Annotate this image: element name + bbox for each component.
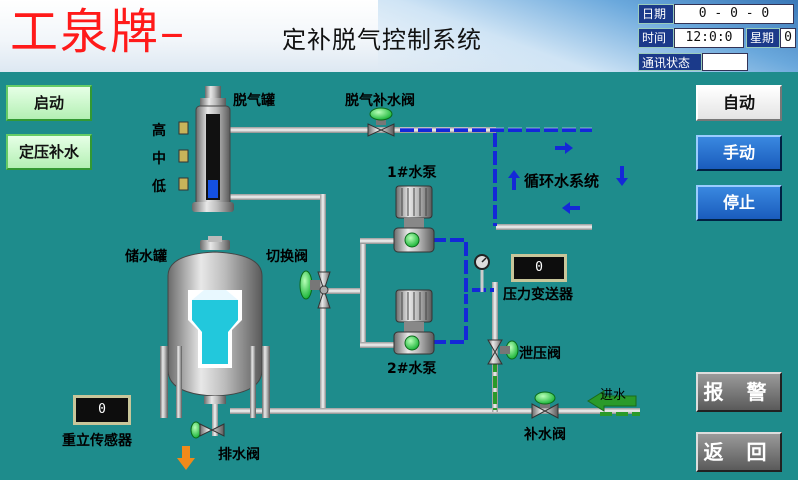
weight-value-display: 0 [73,395,131,425]
auto-button[interactable]: 自动 [696,85,782,121]
degas-tank-label: 脱气罐 [233,93,275,109]
switch-valve-icon [299,270,331,309]
inlet-arrow-icon [587,390,637,412]
weekday-label: 星期 [746,28,780,48]
relief-valve-icon [487,339,519,365]
process-diagram [160,86,640,470]
time-label: 时间 [638,28,674,48]
comm-status-indicator [702,53,748,71]
manual-button[interactable]: 手动 [696,135,782,171]
pump-2-icon [393,289,435,355]
inlet-label: 进水 [600,388,627,403]
weight-sensor-label: 重立传感器 [62,433,132,449]
green-dashed-pipes [493,360,640,416]
degas-makeup-valve-icon [367,107,395,137]
level-indicators [178,121,189,191]
switch-valve-label: 切换阀 [266,249,308,265]
flow-arrow-icon [508,142,628,214]
level-high-label: 高 [152,123,166,139]
makeup-valve-icon [531,391,559,419]
system-title: 定补脱气控制系统 [282,26,482,54]
comm-status-label: 通讯状态 [638,53,702,71]
degas-tank [192,86,234,212]
pressure-transmitter-label: 压力变送器 [503,287,573,303]
degas-valve-label: 脱气补水阀 [345,93,415,109]
storage-tank-label: 储水罐 [125,249,167,265]
circulation-system-label: 循环水系统 [524,172,600,190]
drain-valve-icon [190,421,225,439]
const-pressure-makeup-button[interactable]: 定压补水 [6,134,92,170]
weekday-value: 0 [780,28,796,48]
relief-valve-label: 泄压阀 [519,346,561,362]
pump-2-label: 2#水泵 [387,361,437,377]
time-value: 12:0:0 [674,28,744,48]
pump-1-label: 1#水泵 [387,165,437,181]
makeup-valve-label: 补水阀 [524,427,566,443]
level-mid-label: 中 [152,151,166,167]
date-label: 日期 [638,4,674,24]
stop-button[interactable]: 停止 [696,185,782,221]
level-low-label: 低 [152,179,166,195]
storage-tank [160,236,270,418]
pressure-value-display: 0 [511,254,567,282]
brand-logo: 工泉牌– [10,4,187,60]
blue-dashed-pipes [400,128,592,344]
date-value: 0 - 0 - 0 [674,4,794,24]
alarm-button[interactable]: 报 警 [696,372,782,412]
back-button[interactable]: 返 回 [696,432,782,472]
pump-1-icon [393,185,435,253]
start-button[interactable]: 启动 [6,85,92,121]
drain-arrow-icon [177,446,195,470]
drain-valve-label: 排水阀 [218,447,260,463]
pressure-gauge-icon [474,254,490,292]
